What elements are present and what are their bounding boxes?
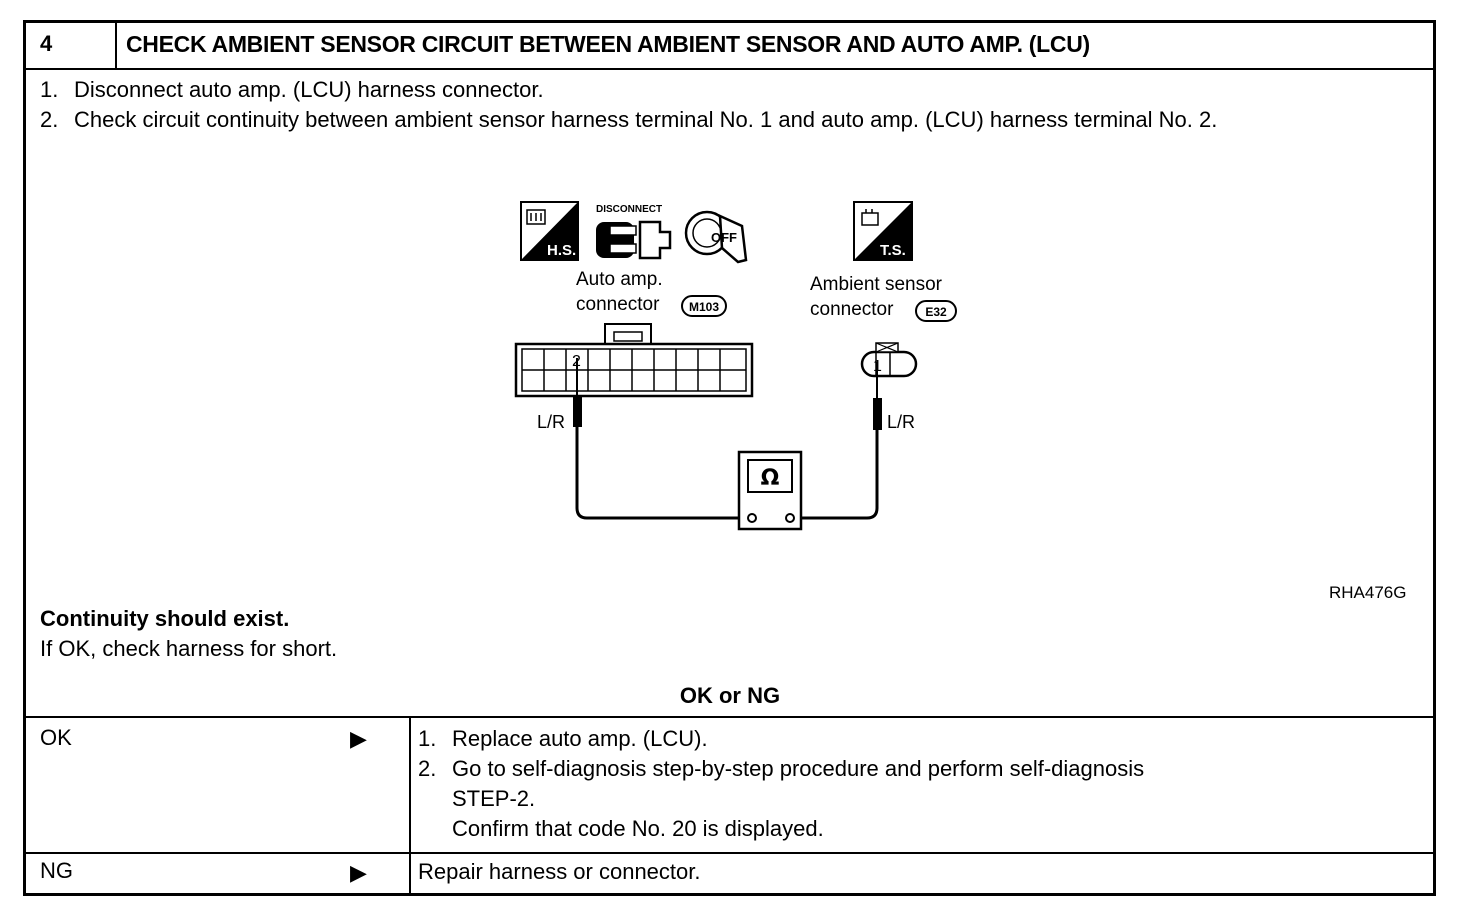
disconnect-label: DISCONNECT — [596, 204, 662, 215]
step-title: CHECK AMBIENT SENSOR CIRCUIT BETWEEN AMB… — [126, 31, 1090, 57]
ng-action: Repair harness or connector. — [418, 859, 701, 884]
ambient-label-line1: Ambient sensor — [810, 274, 943, 295]
ok-row-top-divider — [23, 716, 1436, 718]
instruction-1: 1. Disconnect auto amp. (LCU) harness con… — [40, 77, 544, 103]
expected-result: Continuity should exist. — [40, 606, 290, 631]
ambient-code-pill — [915, 300, 957, 322]
wire-color-right: L/R — [887, 412, 915, 432]
ok-or-ng-heading: OK or NG — [679, 683, 781, 708]
ok-action-line: 1. Replace auto amp. (LCU). — [418, 724, 1144, 754]
ng-row-top-divider — [23, 852, 1436, 854]
instruction-number: 2. — [40, 107, 59, 132]
ohmmeter-icon: Ω — [737, 450, 803, 531]
ohm-symbol: Ω — [761, 466, 780, 491]
auto-amp-label-line2: connector — [576, 294, 660, 315]
instruction-text: Check circuit continuity between ambient… — [74, 107, 1218, 132]
ok-action-line: STEP-2. — [418, 784, 1144, 814]
ok-action-text: Replace auto amp. (LCU). — [452, 726, 708, 751]
harness-side-icon: H.S. — [520, 201, 579, 261]
wire-color-left: L/R — [537, 412, 565, 432]
off-label: OFF — [711, 230, 737, 245]
disconnect-icon: DISCONNECT — [596, 204, 672, 260]
result-note: If OK, check harness for short. — [40, 636, 338, 661]
procedure-frame — [23, 20, 1436, 896]
ng-arrow-icon: ▶ — [350, 860, 367, 885]
ok-actions: 1. Replace auto amp. (LCU). 2. Go to self-… — [418, 724, 1144, 844]
instruction-text: Disconnect auto amp. (LCU) harness conne… — [74, 77, 544, 102]
auto-amp-label-line1: Auto amp. — [576, 269, 663, 290]
terminal-side-icon: T.S. — [853, 201, 913, 261]
ts-badge-text: T.S. — [880, 242, 906, 259]
ok-label: OK — [40, 725, 72, 750]
ok-action-text: Confirm that code No. 20 is displayed. — [452, 816, 824, 841]
ambient-sensor-connector: 1 — [860, 342, 918, 378]
ok-action-text: STEP-2. — [452, 786, 536, 811]
test-leads: L/R L/R — [537, 358, 915, 520]
figure-reference-code: RHA476G — [1329, 583, 1407, 602]
header-divider — [23, 68, 1436, 70]
instruction-2: 2. Check circuit continuity between ambie… — [40, 107, 1217, 133]
ok-action-number: 2. — [418, 756, 437, 781]
step-number-divider — [115, 20, 117, 70]
ambient-code: E32 — [925, 305, 947, 319]
hs-badge-text: H.S. — [547, 242, 576, 259]
result-column-divider — [409, 716, 411, 896]
step-number: 4 — [40, 31, 53, 56]
ok-action-number: 1. — [418, 726, 437, 751]
ok-action-line: Confirm that code No. 20 is displayed. — [418, 814, 1144, 844]
auto-amp-connector: 2 — [514, 323, 754, 398]
instruction-number: 1. — [40, 77, 59, 102]
ambient-label-line2: connector — [810, 299, 894, 320]
ng-label: NG — [40, 858, 73, 883]
auto-amp-code-pill — [681, 295, 727, 317]
ok-action-line: 2. Go to self-diagnosis step-by-step proc… — [418, 754, 1144, 784]
auto-amp-code: M103 — [689, 300, 719, 314]
ok-arrow-icon: ▶ — [350, 726, 367, 751]
ok-action-text: Go to self-diagnosis step-by-step proced… — [452, 756, 1145, 781]
ignition-off-icon: OFF — [684, 210, 748, 264]
